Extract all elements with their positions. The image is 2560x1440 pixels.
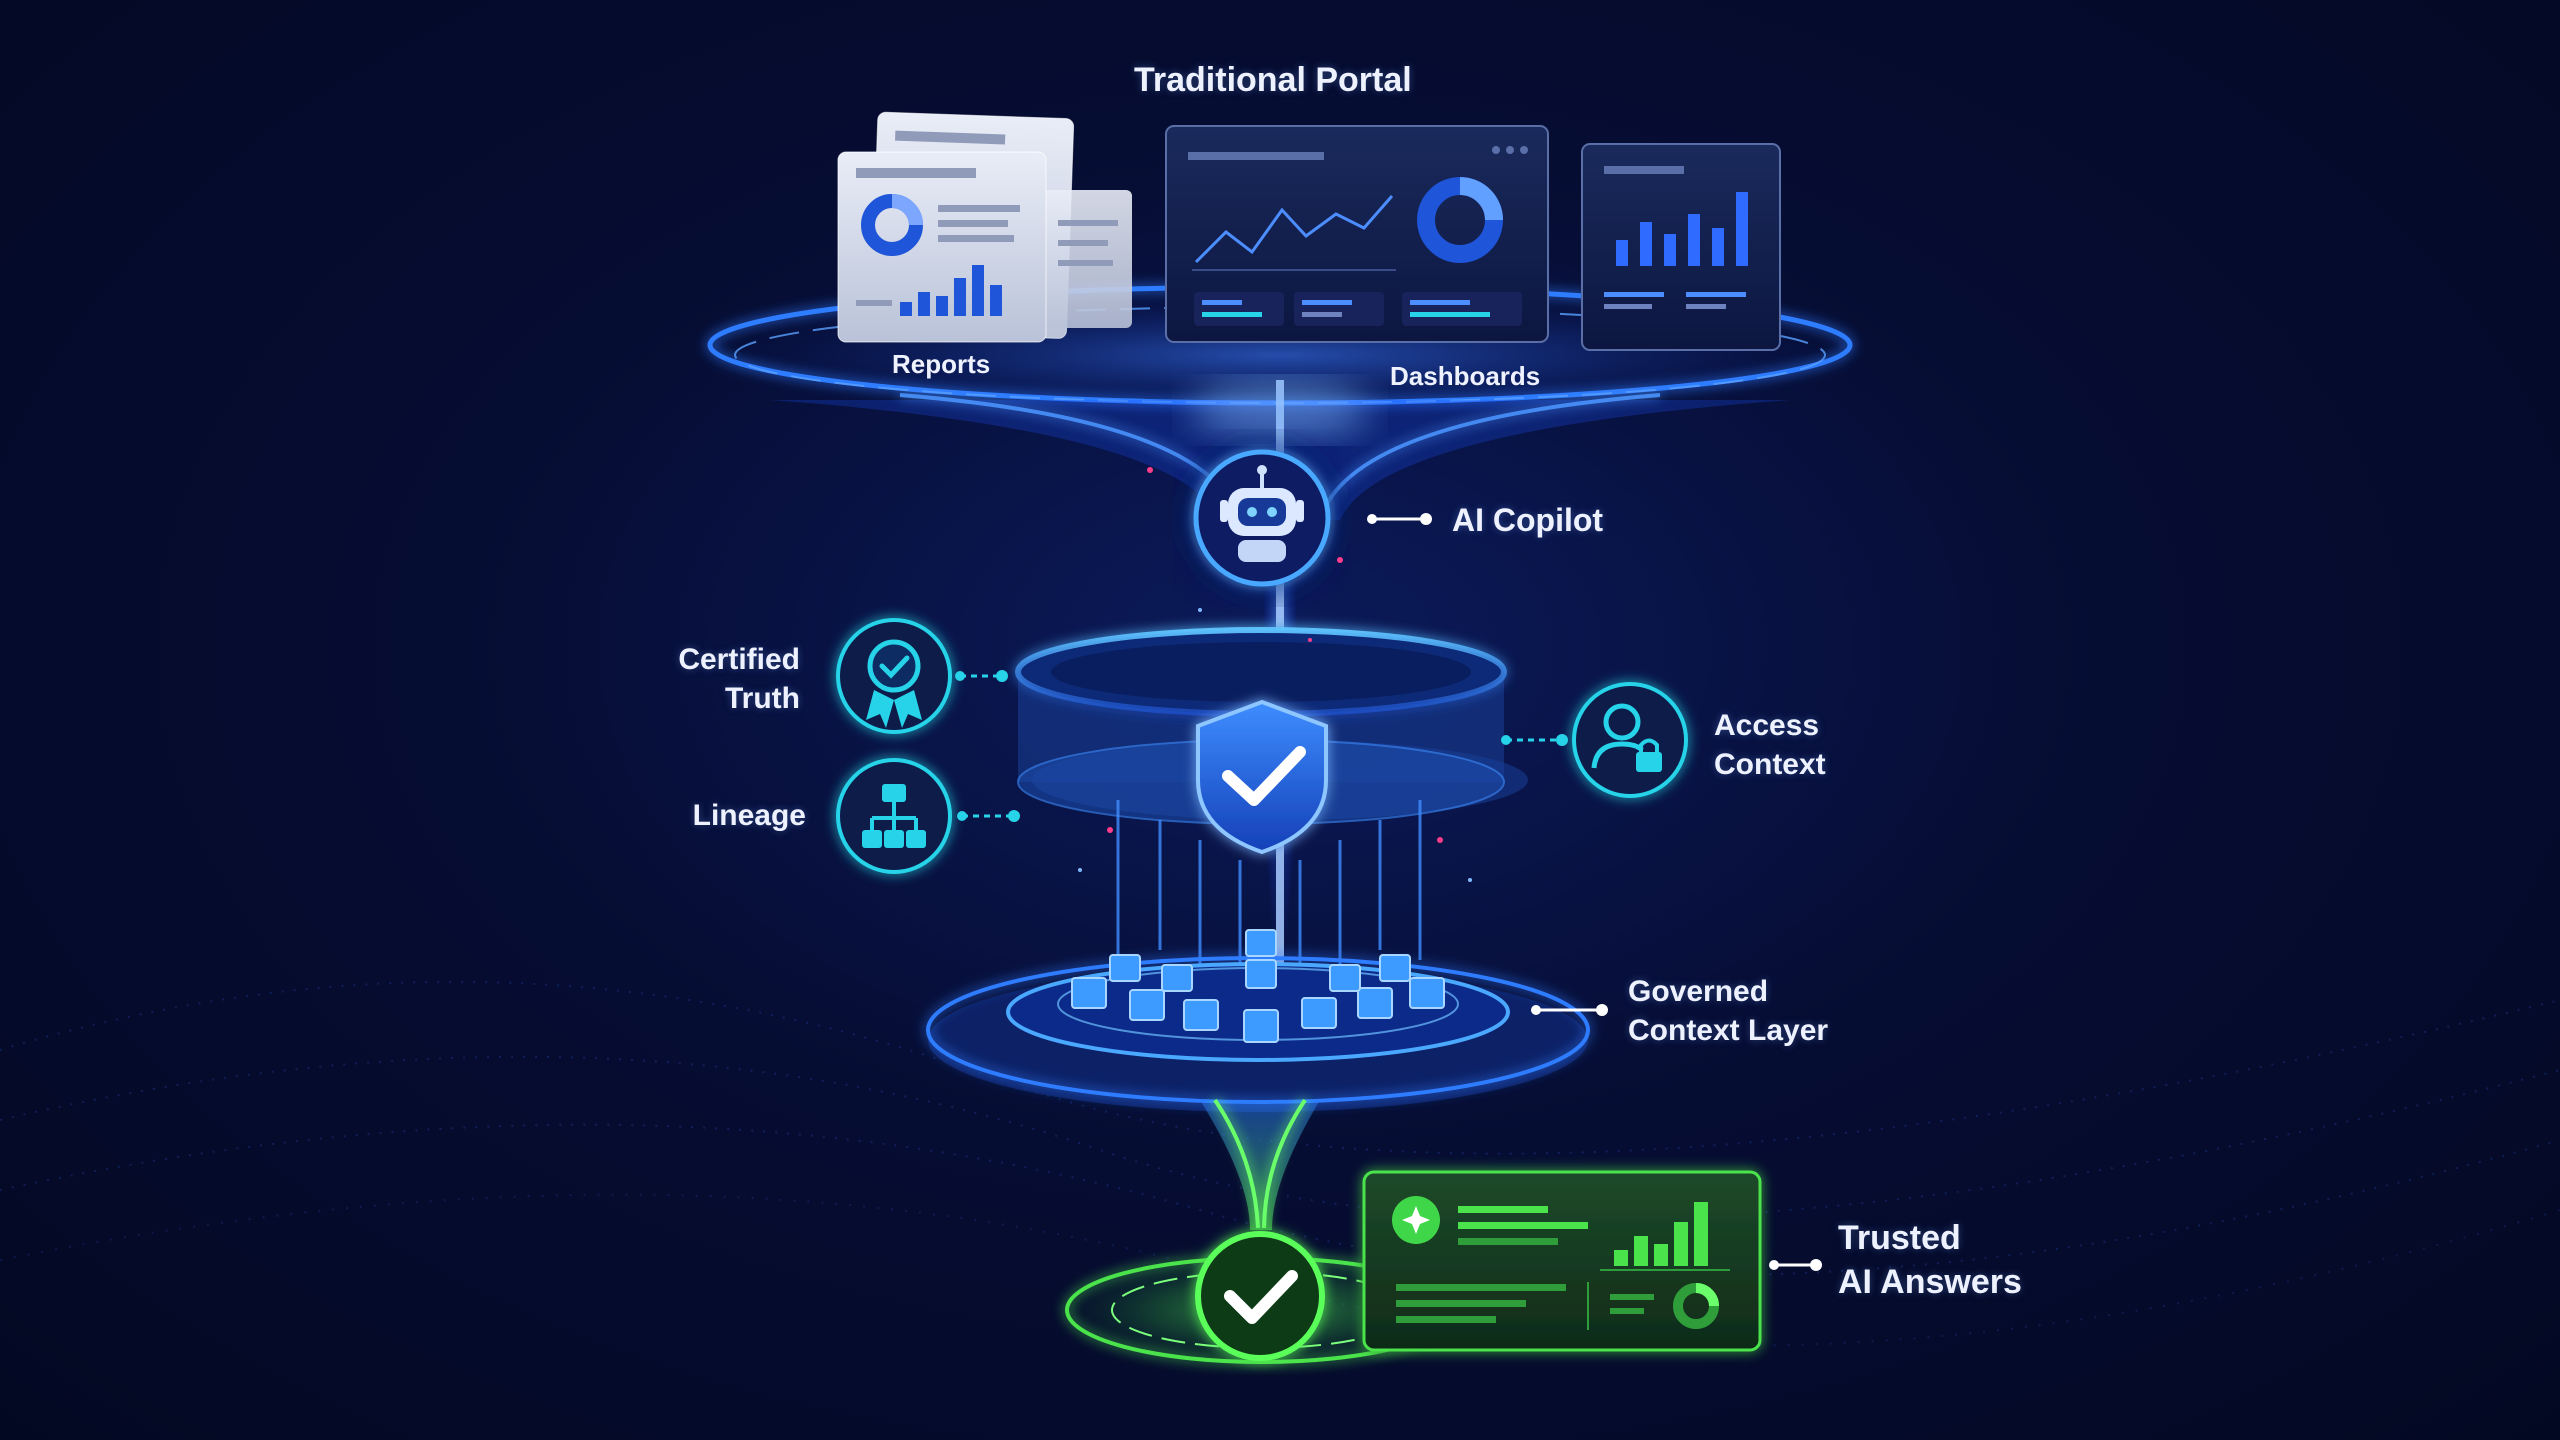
green-beam xyxy=(1200,1098,1320,1230)
certified-label: Certified Truth xyxy=(640,640,800,718)
access-label-line1: Access xyxy=(1714,709,1820,742)
access-label: Access Context xyxy=(1714,706,1826,784)
report-card-side xyxy=(1040,190,1132,328)
context-layer-connector xyxy=(1531,1004,1608,1016)
access-connector xyxy=(1501,734,1568,746)
dashboard-main xyxy=(1165,125,1549,343)
dashboard-side xyxy=(1581,143,1781,351)
governed-label-line1: Governed xyxy=(1628,975,1769,1008)
background-dots xyxy=(0,980,2560,1347)
lineage-label: Lineage xyxy=(692,799,806,832)
certified-connector xyxy=(955,670,1008,682)
dashboards-label: Dashboards xyxy=(1390,361,1541,391)
particles xyxy=(1078,467,1472,882)
robot-icon xyxy=(1220,465,1304,562)
access-node xyxy=(1572,682,1688,798)
user-lock-icon xyxy=(1591,703,1662,772)
access-label-line2: Context xyxy=(1714,748,1826,781)
answer-connector xyxy=(1769,1259,1822,1271)
sparkle-icon xyxy=(1402,1206,1430,1234)
copilot-node xyxy=(1188,444,1336,592)
copilot-connector xyxy=(1367,513,1432,525)
shield-check-icon xyxy=(1196,699,1328,855)
trusted-label: Trusted AI Answers xyxy=(1838,1216,2022,1304)
ribbon-badge-icon xyxy=(866,639,922,728)
lineage-node xyxy=(836,758,952,874)
lineage-connector xyxy=(957,810,1020,822)
report-card-front xyxy=(837,151,1047,343)
page-title: Traditional Portal xyxy=(1134,61,1412,99)
trusted-label-line2: AI Answers xyxy=(1838,1263,2022,1302)
answer-card xyxy=(1362,1170,1762,1352)
certified-label-line1: Certified xyxy=(678,643,800,676)
check-circle-icon xyxy=(1195,1231,1325,1361)
certified-label-line2: Truth xyxy=(725,682,800,715)
data-cubes xyxy=(1071,929,1445,1043)
copilot-label: AI Copilot xyxy=(1452,502,1604,538)
governed-label-line2: Context Layer xyxy=(1628,1014,1829,1047)
certified-node xyxy=(836,618,952,734)
governed-label: Governed Context Layer xyxy=(1628,972,1828,1050)
reports-label: Reports xyxy=(892,349,991,379)
trusted-label-line1: Trusted xyxy=(1838,1219,1961,1257)
hierarchy-icon xyxy=(862,784,926,848)
